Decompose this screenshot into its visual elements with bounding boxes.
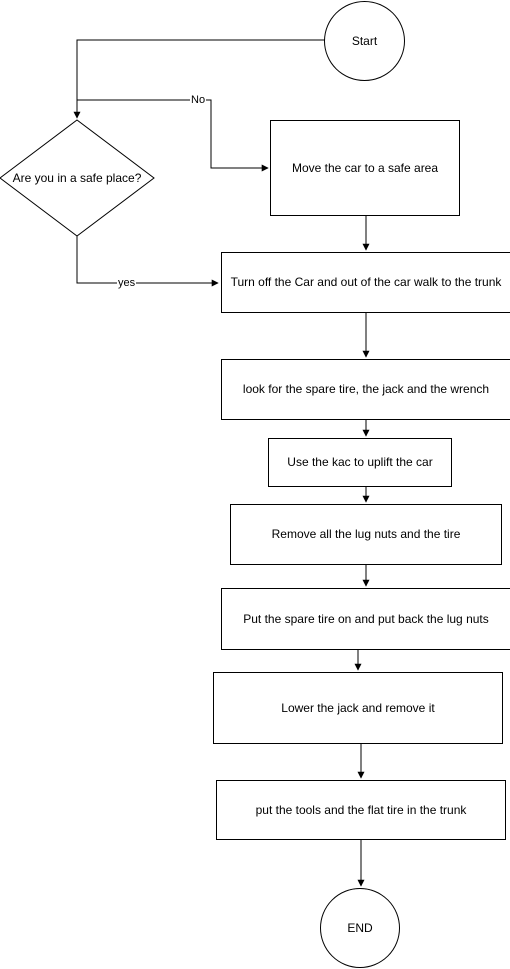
end-node: END <box>320 888 400 968</box>
remove-nuts-label: Remove all the lug nuts and the tire <box>271 527 461 541</box>
start-label: Start <box>351 33 378 48</box>
decision-label: Are you in a safe place? <box>12 170 142 185</box>
start-node: Start <box>324 1 405 81</box>
put-spare-box: Put the spare tire on and put back the l… <box>221 588 510 650</box>
look-spare-label: look for the spare tire, the jack and th… <box>242 382 490 396</box>
use-jack-box: Use the kac to uplift the car <box>268 438 452 487</box>
move-car-box: Move the car to a safe area <box>270 120 460 216</box>
use-jack-label: Use the kac to uplift the car <box>287 455 433 469</box>
decision-node: Are you in a safe place? <box>0 168 154 188</box>
decision-diamond <box>0 119 155 237</box>
put-tools-box: put the tools and the flat tire in the t… <box>216 780 506 840</box>
remove-nuts-box: Remove all the lug nuts and the tire <box>230 504 502 565</box>
edge-start-to-decision <box>73 39 325 119</box>
put-spare-label: Put the spare tire on and put back the l… <box>243 611 489 626</box>
move-car-label: Move the car to a safe area <box>291 160 439 175</box>
turn-off-label: Turn off the Car and out of the car walk… <box>230 275 502 289</box>
lower-jack-label: Lower the jack and remove it <box>281 700 435 715</box>
lower-jack-box: Lower the jack and remove it <box>213 672 503 744</box>
edge-label-yes: yes <box>117 277 137 289</box>
edge-yes <box>76 236 219 287</box>
end-label: END <box>347 920 373 935</box>
look-spare-box: look for the spare tire, the jack and th… <box>221 359 510 420</box>
put-tools-label: put the tools and the flat tire in the t… <box>255 802 467 817</box>
edge-no <box>77 99 269 172</box>
edge-label-no: No <box>190 94 207 106</box>
turn-off-box: Turn off the Car and out of the car walk… <box>221 252 510 313</box>
